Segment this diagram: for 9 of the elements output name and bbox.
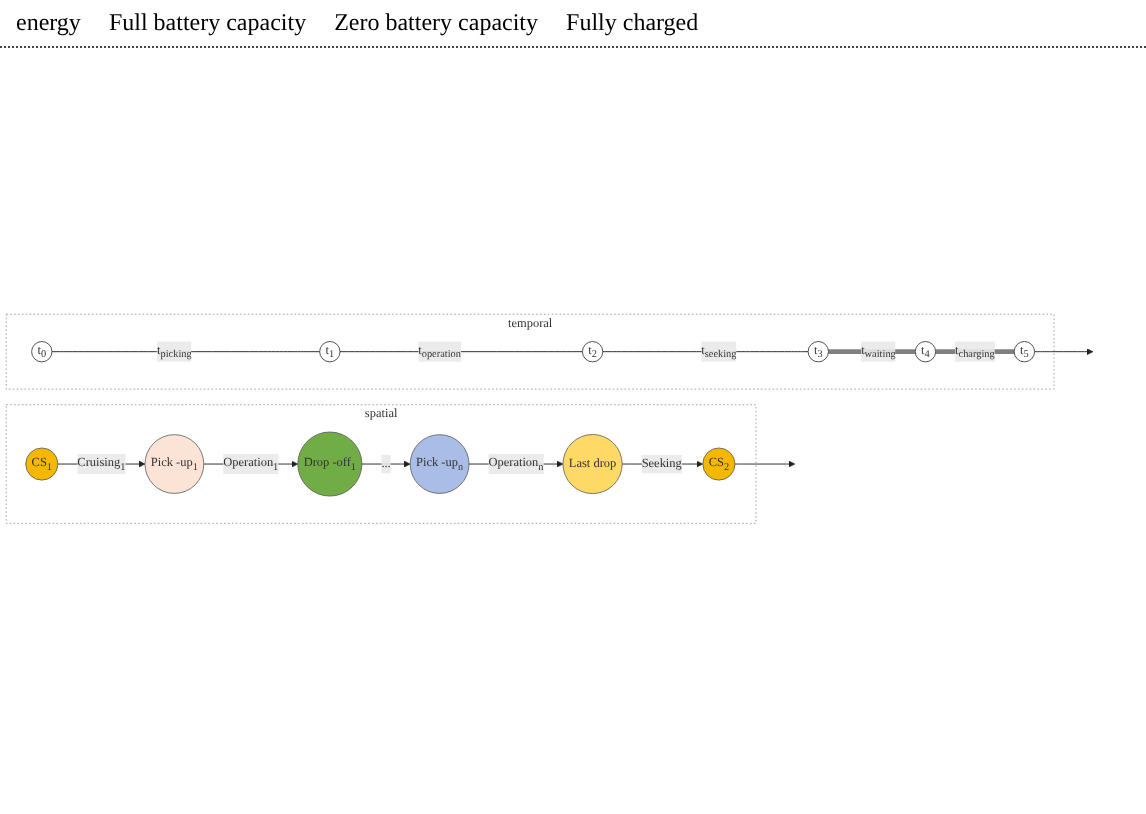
row-label: energy (16, 8, 81, 38)
line (828, 348, 916, 354)
line (339, 350, 583, 352)
annotation-text: Full battery capacity (108, 8, 307, 38)
line (51, 350, 321, 352)
line (602, 350, 809, 352)
line (935, 348, 1015, 354)
annotation-text: Fully charged (566, 8, 699, 38)
annotation-text: Zero battery capacity (334, 8, 539, 38)
